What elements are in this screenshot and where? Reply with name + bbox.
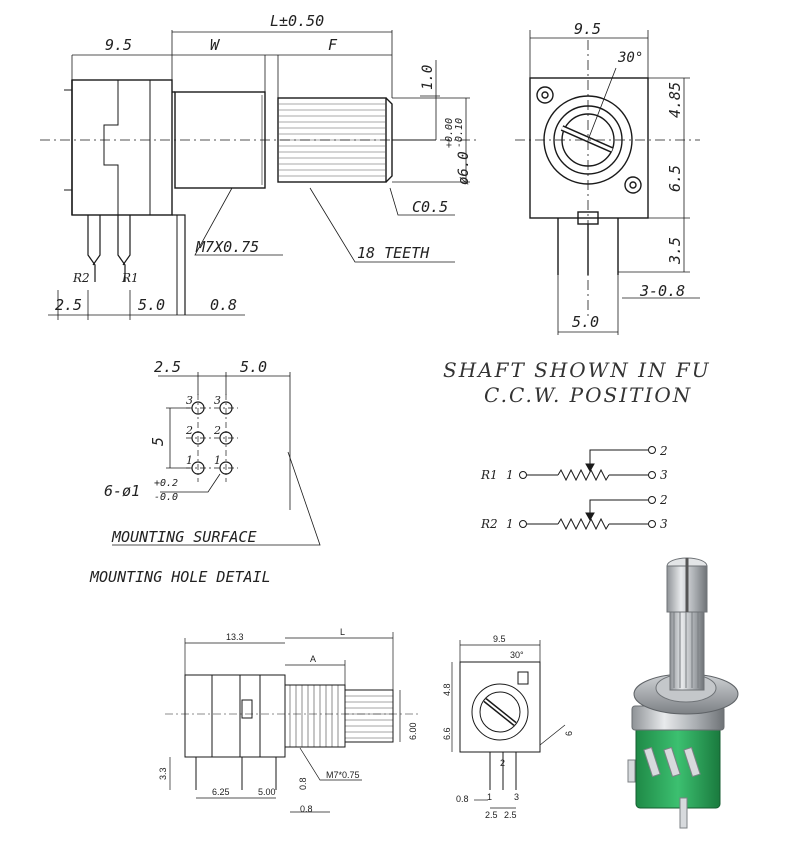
sch-r1-pin2: 2 bbox=[659, 444, 668, 458]
bottom-side-labels: 13.3 L A 6.00 3.3 0.8 M7*0.75 6.25 5.00 … bbox=[158, 627, 418, 814]
bf-dim-6-6: 6.6 bbox=[442, 727, 452, 740]
bot-dim-5-00: 5.00 bbox=[258, 787, 276, 797]
mounting-surface-label: MOUNTING SURFACE bbox=[111, 528, 257, 546]
bf-pitch-a: 2.5 bbox=[485, 810, 498, 820]
mount-dim-5-0: 5.0 bbox=[240, 358, 267, 376]
note-line-1: SHAFT SHOWN IN FU bbox=[443, 358, 711, 382]
bf-dim-6: 6 bbox=[564, 731, 574, 736]
bot-dim-0-8b: 0.8 bbox=[300, 804, 313, 814]
dim-tol-minus: -0.10 bbox=[454, 118, 465, 148]
bf-pitch-b: 2.5 bbox=[504, 810, 517, 820]
pin-label-r2: R2 bbox=[72, 271, 90, 285]
dim-5-0: 5.0 bbox=[138, 296, 165, 314]
bf-dim-0-8: 0.8 bbox=[456, 794, 469, 804]
bot-dim-0-8a: 0.8 bbox=[298, 777, 308, 790]
bot-dim-13-3: 13.3 bbox=[226, 632, 244, 642]
bf-dim-9-5: 9.5 bbox=[493, 634, 506, 644]
shaft-note: SHAFT SHOWN IN FU C.C.W. POSITION bbox=[443, 358, 711, 407]
sch-r1-pin3: 3 bbox=[660, 468, 668, 482]
mount-row-3a: 3 bbox=[186, 394, 193, 407]
mount-row-2b: 2 bbox=[213, 424, 221, 437]
side-view-drawing bbox=[40, 30, 478, 320]
mount-row-2a: 2 bbox=[185, 424, 193, 437]
bf-pin-1: 1 bbox=[487, 792, 492, 802]
sch-r2-pin1: 1 bbox=[506, 517, 514, 531]
dim-tol-plus: +0.00 bbox=[444, 118, 455, 148]
thread-label: M7X0.75 bbox=[195, 238, 259, 256]
sch-r2-pin3: 3 bbox=[660, 517, 668, 531]
sch-r1-pin1: 1 bbox=[506, 468, 514, 482]
mount-holes: 6-ø1 bbox=[104, 482, 140, 500]
dim-9-5: 9.5 bbox=[105, 36, 132, 54]
chamfer-label: C0.5 bbox=[412, 198, 448, 216]
dim-diameter: ø6.0 bbox=[456, 151, 472, 185]
dim-1-0: 1.0 bbox=[420, 65, 436, 90]
mounting-hole-labels: 2.5 5.0 5 3 3 2 2 1 1 6-ø1 +0.2 -0.0 MOU… bbox=[89, 358, 271, 586]
mount-row-3b: 3 bbox=[214, 394, 221, 407]
pin-label-r1: R1 bbox=[121, 271, 139, 285]
mount-row-1b: 1 bbox=[214, 454, 221, 467]
mounting-detail-title: MOUNTING HOLE DETAIL bbox=[89, 568, 271, 586]
bf-pin-3: 3 bbox=[514, 792, 519, 802]
bf-pin-2: 2 bbox=[500, 758, 505, 768]
front-angle: 30° bbox=[617, 50, 643, 66]
bot-dim-L: L bbox=[340, 627, 345, 637]
front-dim-5-0: 5.0 bbox=[572, 313, 599, 331]
mounting-hole-drawing bbox=[112, 372, 321, 546]
bottom-side-drawing bbox=[165, 632, 420, 813]
bf-angle: 30° bbox=[510, 650, 524, 660]
sch-r2: R2 bbox=[480, 517, 498, 531]
potentiometer-photo bbox=[627, 557, 739, 829]
dim-0-8: 0.8 bbox=[210, 296, 237, 314]
bot-dim-A: A bbox=[310, 654, 316, 664]
bot-thread: M7*0.75 bbox=[326, 770, 360, 780]
front-dim-6-5: 6.5 bbox=[666, 165, 684, 192]
mount-holes-plus: +0.2 bbox=[154, 478, 178, 489]
bf-dim-4-8: 4.8 bbox=[442, 683, 452, 696]
sch-r2-pin2: 2 bbox=[659, 493, 668, 507]
front-pins: 3-0.8 bbox=[639, 282, 685, 300]
note-line-2: C.C.W. POSITION bbox=[484, 383, 692, 407]
side-view-labels: 9.5 L±0.50 W F 1.0 ø6.0 +0.00 -0.10 C0.5… bbox=[55, 12, 472, 314]
front-dim-3-5: 3.5 bbox=[666, 237, 684, 265]
bot-dim-6-25: 6.25 bbox=[212, 787, 230, 797]
dim-2-5: 2.5 bbox=[55, 296, 82, 314]
mount-dim-2-5: 2.5 bbox=[154, 358, 181, 376]
bot-dim-3-3: 3.3 bbox=[158, 767, 168, 780]
bottom-front-drawing bbox=[451, 640, 566, 809]
sch-r1: R1 bbox=[480, 468, 498, 482]
front-dim-9-5: 9.5 bbox=[574, 20, 601, 38]
bot-dim-6-00: 6.00 bbox=[408, 722, 418, 740]
front-dim-4-85: 4.85 bbox=[666, 82, 684, 118]
dim-F: F bbox=[328, 36, 338, 54]
dim-L: L±0.50 bbox=[270, 12, 324, 30]
front-view-labels: 9.5 30° 4.85 6.5 3.5 3-0.8 5.0 bbox=[572, 20, 685, 331]
mount-row-1a: 1 bbox=[186, 454, 193, 467]
dim-W: W bbox=[210, 36, 221, 54]
teeth-label: 18 TEETH bbox=[357, 244, 430, 262]
schematic-symbol bbox=[519, 446, 656, 531]
front-view-drawing bbox=[515, 30, 700, 335]
schematic-labels: R1 1 2 3 R2 1 2 3 bbox=[480, 444, 668, 531]
mount-dim-5: 5 bbox=[149, 437, 167, 446]
bottom-front-labels: 9.5 30° 4.8 6.6 6 1 2 3 0.8 2.5 2.5 bbox=[442, 634, 574, 820]
mount-holes-minus: -0.0 bbox=[154, 492, 178, 503]
